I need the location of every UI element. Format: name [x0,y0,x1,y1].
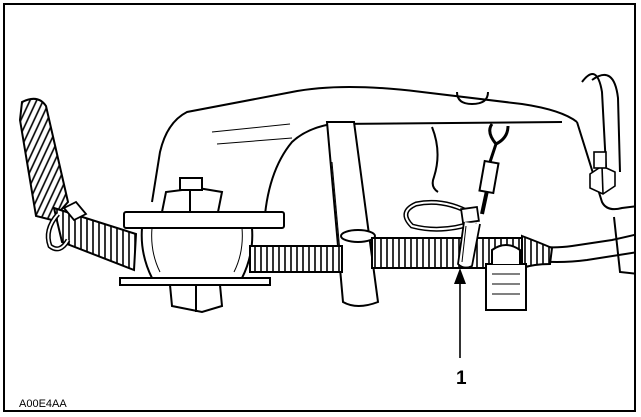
ground-lead [403,123,510,232]
harness-clip [457,205,481,269]
mounting-bracket [119,177,285,314]
wiring-harness-illustration [18,73,634,358]
callout-number: 1 [456,368,467,389]
threaded-fitting [485,244,527,311]
illustration-frame: 1 A00E4AA [3,3,636,412]
callout-leader [454,268,466,358]
stud-nut-top-right [589,151,616,195]
cable-tie-left [45,200,88,252]
vertical-pipe [325,121,380,307]
figure-code: A00E4AA [19,398,67,410]
